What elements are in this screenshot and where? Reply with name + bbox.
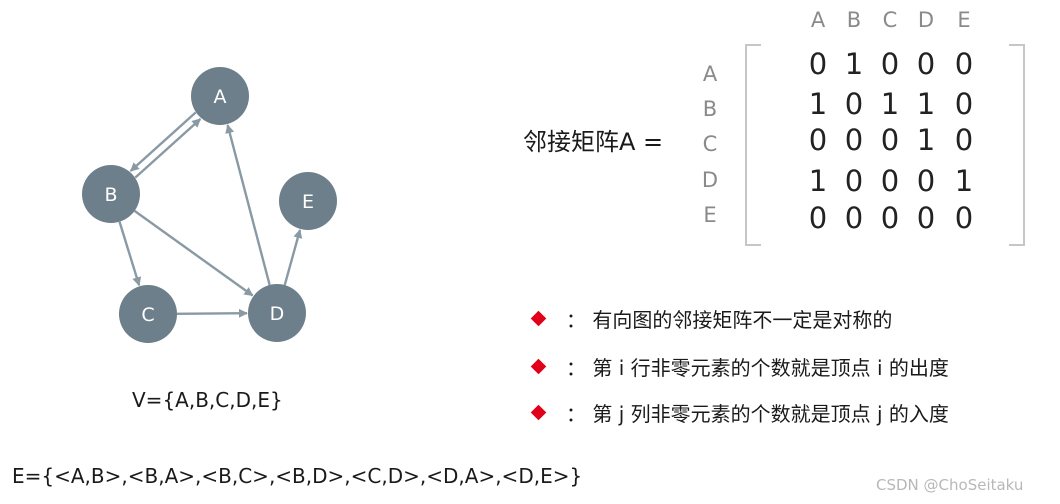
edge-B-C [118, 221, 142, 287]
node-E [279, 172, 337, 230]
matrix-cell: 0 [844, 164, 864, 198]
matrix-cell: 1 [954, 164, 974, 198]
matrix-row-label: B [702, 97, 718, 121]
red-diamond-icon [530, 310, 547, 327]
node-A [191, 67, 249, 125]
matrix-cell: 0 [916, 201, 936, 235]
edge-C-D [176, 308, 248, 318]
matrix-cell: 1 [916, 87, 936, 121]
matrix-cell: 0 [954, 123, 974, 157]
matrix-cell: 1 [880, 87, 900, 121]
edge-B-A [134, 118, 202, 179]
note-in-degree: ： 第 j 列非零元素的个数就是顶点 j 的入度 [530, 398, 949, 427]
edge-A-B [129, 111, 197, 172]
node-label-D: D [270, 303, 285, 325]
node-label-B: B [104, 184, 117, 206]
node-label-A: A [214, 86, 227, 108]
matrix-left-bracket [745, 44, 761, 246]
edge-D-E [283, 229, 303, 286]
node-C [119, 285, 177, 343]
matrix-cell: 0 [916, 164, 936, 198]
note-symmetry: ： 有向图的邻接矩阵不一定是对称的 [530, 304, 892, 333]
matrix-cell: 0 [880, 123, 900, 157]
matrix-cell: 1 [916, 123, 936, 157]
matrix-cell: 0 [880, 164, 900, 198]
matrix-cell: 0 [880, 201, 900, 235]
matrix-cell: 1 [808, 164, 828, 198]
edge-B-D [133, 209, 254, 297]
matrix-column-label: C [882, 8, 898, 32]
note-text: ： 第 j 列非零元素的个数就是顶点 j 的入度 [566, 402, 949, 426]
matrix-cell: 0 [954, 87, 974, 121]
matrix-row-label: D [701, 168, 719, 192]
edge-D-A [225, 124, 271, 286]
matrix-cell: 0 [954, 47, 974, 81]
note-text: ： 第 i 行非零元素的个数就是顶点 i 的出度 [566, 356, 949, 380]
matrix-cell: 1 [808, 87, 828, 121]
matrix-cell: 0 [880, 47, 900, 81]
directed-graph: A B C D E [82, 67, 337, 343]
watermark: CSDN @ChoSeitaku [876, 476, 1024, 494]
matrix-cell: 0 [844, 87, 864, 121]
edge-set: E={<A,B>,<B,A>,<B,C>,<B,D>,<C,D>,<D,A>,<… [12, 464, 583, 488]
vertex-set: V={A,B,C,D,E} [132, 388, 283, 412]
node-label-E: E [302, 191, 314, 213]
node-label-C: C [141, 304, 154, 326]
red-diamond-icon [530, 404, 547, 421]
note-out-degree: ： 第 i 行非零元素的个数就是顶点 i 的出度 [530, 352, 949, 381]
matrix-row-label: A [702, 62, 718, 86]
matrix-cell: 1 [844, 47, 864, 81]
matrix-cell: 0 [844, 201, 864, 235]
matrix-cell: 0 [808, 47, 828, 81]
note-text: ： 有向图的邻接矩阵不一定是对称的 [566, 308, 893, 332]
matrix-cell: 0 [808, 123, 828, 157]
matrix-title: 邻接矩阵A = [523, 128, 664, 156]
matrix-cell: 0 [808, 201, 828, 235]
node-B [82, 165, 140, 223]
matrix-column-label: D [917, 8, 935, 32]
matrix-cell: 0 [844, 123, 864, 157]
matrix-column-label: A [810, 8, 826, 32]
matrix-column-label: E [957, 8, 971, 32]
red-diamond-icon [530, 358, 547, 375]
matrix-cell: 0 [954, 201, 974, 235]
matrix-cell: 0 [916, 47, 936, 81]
node-D [248, 284, 306, 342]
matrix-column-label: B [846, 8, 862, 32]
matrix-row-label: E [703, 203, 717, 227]
matrix-row-label: C [702, 132, 718, 156]
matrix-right-bracket [1009, 44, 1025, 246]
